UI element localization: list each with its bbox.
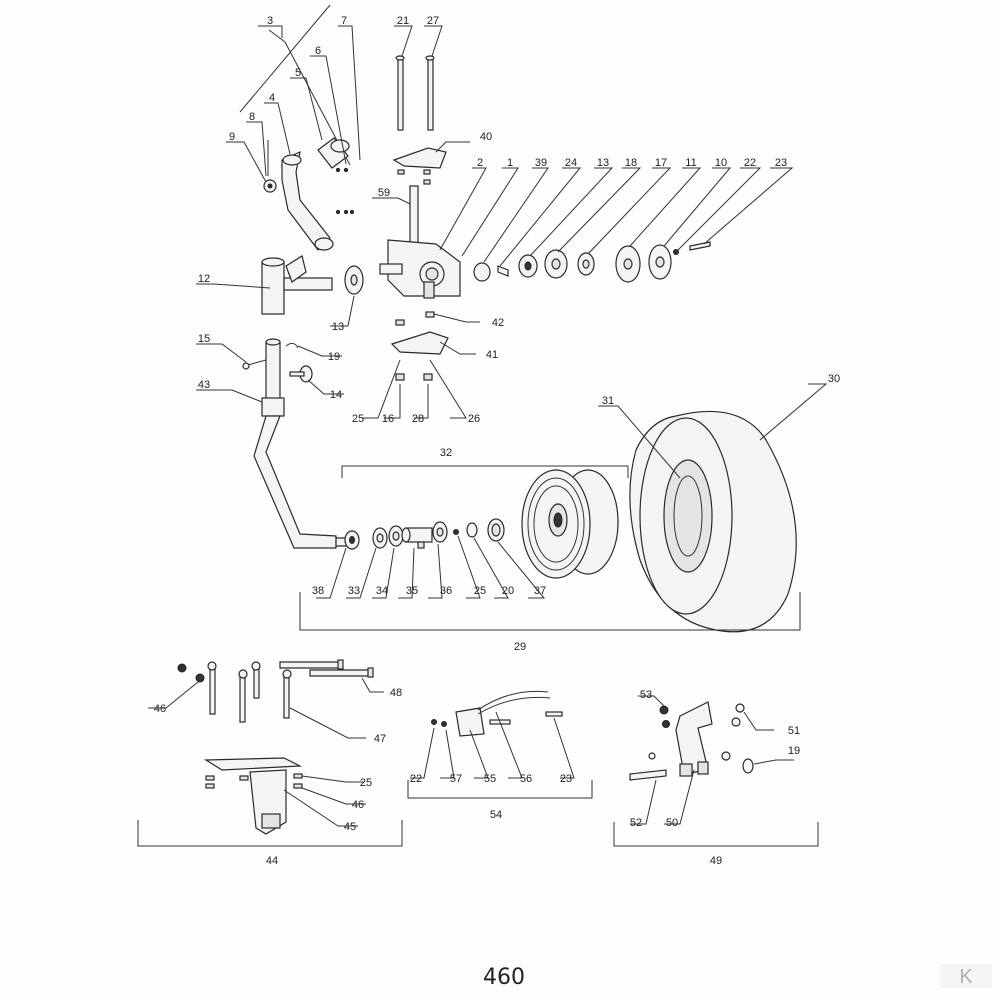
label-3: 3 xyxy=(267,15,273,27)
part-12-yoke xyxy=(196,255,333,315)
label-10: 10 xyxy=(715,157,727,169)
part-5-tube xyxy=(317,137,350,169)
part-9-washer xyxy=(263,179,277,193)
label-36: 36 xyxy=(440,585,452,597)
label-13-top: 13 xyxy=(597,157,609,169)
label-32: 32 xyxy=(440,447,452,459)
label-50: 50 xyxy=(666,817,678,829)
part-15-pin xyxy=(196,343,267,370)
label-23-kit: 23 xyxy=(560,773,572,785)
label-23-top: 23 xyxy=(775,157,787,169)
logo-letter: K xyxy=(959,966,973,988)
label-12: 12 xyxy=(198,273,210,285)
label-20: 20 xyxy=(502,585,514,597)
label-48: 48 xyxy=(390,687,402,699)
label-38: 38 xyxy=(312,585,324,597)
part-14-bolt xyxy=(289,365,344,395)
caster-housing xyxy=(379,167,519,299)
kit-54 xyxy=(407,690,593,799)
label-47: 47 xyxy=(374,733,386,745)
label-53: 53 xyxy=(640,689,652,701)
label-22-top: 22 xyxy=(744,157,756,169)
label-7: 7 xyxy=(341,15,347,27)
label-28: 28 xyxy=(412,413,424,425)
label-9: 9 xyxy=(229,131,235,143)
label-19-mid: 19 xyxy=(328,351,340,363)
nuts-25-16-28-26 xyxy=(362,359,467,419)
bracket-29 xyxy=(299,592,801,631)
wheel-rim xyxy=(521,469,619,579)
label-26: 26 xyxy=(468,413,480,425)
label-34: 34 xyxy=(376,585,388,597)
label-13-mid: 13 xyxy=(332,321,344,333)
label-15: 15 xyxy=(198,333,210,345)
bracket-32 xyxy=(341,465,629,478)
label-57: 57 xyxy=(450,773,462,785)
label-33: 33 xyxy=(348,585,360,597)
kit-49 xyxy=(613,695,819,847)
label-1: 1 xyxy=(507,157,513,169)
part-19-clip xyxy=(285,342,342,357)
label-21: 21 xyxy=(397,15,409,27)
part-43-fork xyxy=(196,338,347,549)
label-31: 31 xyxy=(602,395,614,407)
label-51: 51 xyxy=(788,725,800,737)
label-18: 18 xyxy=(625,157,637,169)
label-44: 44 xyxy=(266,855,278,867)
label-14: 14 xyxy=(330,389,342,401)
label-24: 24 xyxy=(565,157,577,169)
label-41: 41 xyxy=(486,349,498,361)
label-43: 43 xyxy=(198,379,210,391)
label-11: 11 xyxy=(685,157,696,169)
label-5: 5 xyxy=(295,67,301,79)
label-45: 45 xyxy=(344,821,356,833)
label-25-wheel: 25 xyxy=(474,585,486,597)
label-22-kit: 22 xyxy=(410,773,422,785)
label-19-kit: 19 xyxy=(788,745,800,757)
part-37-bearing xyxy=(487,518,505,542)
label-2: 2 xyxy=(477,157,483,169)
label-42: 42 xyxy=(492,317,504,329)
label-8: 8 xyxy=(249,111,255,123)
label-46-left: 46 xyxy=(154,703,166,715)
label-35: 35 xyxy=(406,585,418,597)
label-6: 6 xyxy=(315,45,321,57)
label-52: 52 xyxy=(630,817,642,829)
page-number: 460 xyxy=(483,965,525,990)
label-17: 17 xyxy=(655,157,667,169)
part-36-25-20-parts xyxy=(432,521,478,543)
tire xyxy=(629,410,797,633)
corner-logo: K xyxy=(940,964,992,988)
label-4: 4 xyxy=(269,92,275,104)
part-13-washer xyxy=(330,265,364,327)
label-55: 55 xyxy=(484,773,496,785)
kit-44 xyxy=(137,659,403,847)
pins-21-27 xyxy=(394,25,443,131)
bracket-assembly xyxy=(226,4,361,251)
label-16: 16 xyxy=(382,413,394,425)
part-40-plate xyxy=(392,141,470,185)
label-29: 29 xyxy=(514,641,526,653)
label-59: 59 xyxy=(378,187,390,199)
label-46-right: 46 xyxy=(352,799,364,811)
wheel-leaders xyxy=(316,383,828,599)
part-35-spacer xyxy=(401,527,433,549)
part-41-plate xyxy=(390,311,480,355)
label-27: 27 xyxy=(427,15,439,27)
label-56: 56 xyxy=(520,773,532,785)
part-38-33-34-washers xyxy=(344,525,404,550)
label-30: 30 xyxy=(828,373,840,385)
bearing-stack-row xyxy=(473,167,794,283)
part-labels: 3 7 6 5 4 8 9 21 27 40 59 2 1 39 24 13 1… xyxy=(154,15,840,867)
label-39: 39 xyxy=(535,157,547,169)
label-37: 37 xyxy=(534,585,546,597)
label-49: 49 xyxy=(710,855,722,867)
label-54: 54 xyxy=(490,809,502,821)
label-25-mid: 25 xyxy=(352,413,364,425)
label-40: 40 xyxy=(480,131,492,143)
part-4-arm xyxy=(281,150,334,251)
label-25-kit: 25 xyxy=(360,777,372,789)
